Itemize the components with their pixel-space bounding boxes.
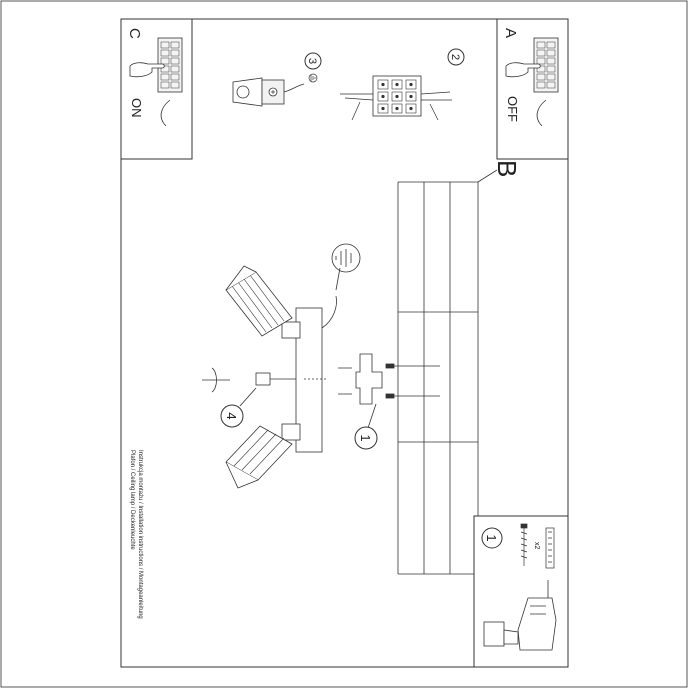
caption-line-1: Instrukcja montażu / Installation instru… bbox=[137, 450, 143, 619]
rotate-arrow-icon bbox=[202, 367, 230, 393]
earth-terminal-icon bbox=[232, 77, 305, 107]
step-1-number: 1 bbox=[358, 434, 373, 441]
panel-drill: 1 x2 bbox=[473, 515, 569, 668]
wall-plug-icon bbox=[545, 527, 555, 569]
mounting-bracket bbox=[355, 353, 383, 405]
drill-icon bbox=[483, 580, 557, 651]
spotlight-upper bbox=[225, 265, 301, 339]
rotate-arrow-icon bbox=[536, 99, 547, 127]
panel-a: A OFF bbox=[496, 18, 569, 160]
hand-switch-icon bbox=[505, 37, 559, 93]
center-screw-icon bbox=[255, 372, 326, 386]
screw-icon bbox=[338, 363, 440, 399]
ground-symbol-icon bbox=[331, 243, 361, 291]
step-4-number: 4 bbox=[224, 412, 239, 419]
panel-c: C ON bbox=[120, 18, 193, 160]
panel-a-letter: A bbox=[502, 28, 519, 38]
panel-c-state: ON bbox=[129, 98, 144, 118]
ceiling-slab bbox=[397, 169, 498, 575]
step-4-screw: 4 bbox=[220, 387, 257, 428]
screw-icon bbox=[520, 523, 528, 566]
step-3: 3 bbox=[232, 52, 322, 107]
spotlight-lower bbox=[225, 423, 301, 489]
hand-switch-icon bbox=[129, 37, 183, 93]
content-frame bbox=[120, 18, 569, 668]
hardware-count: x2 bbox=[533, 542, 540, 550]
ceiling-lamp-diagram bbox=[202, 265, 440, 489]
panel-a-state: OFF bbox=[505, 96, 520, 122]
step-1-bracket: 1 bbox=[354, 403, 378, 450]
drill-step-number: 1 bbox=[484, 534, 499, 541]
junction-box-icon bbox=[340, 75, 452, 121]
step-2-number: 2 bbox=[449, 54, 461, 60]
step-2: 2 bbox=[340, 48, 465, 121]
ground-symbol-icon bbox=[308, 73, 318, 83]
panel-c-letter: C bbox=[126, 28, 143, 39]
step-3-number: 3 bbox=[306, 58, 318, 64]
caption-line-2: Plafon / Ceiling lamp / Deckenleuchte bbox=[129, 450, 135, 550]
panel-b-letter: B bbox=[492, 160, 522, 177]
rotate-arrow-icon bbox=[160, 99, 171, 127]
